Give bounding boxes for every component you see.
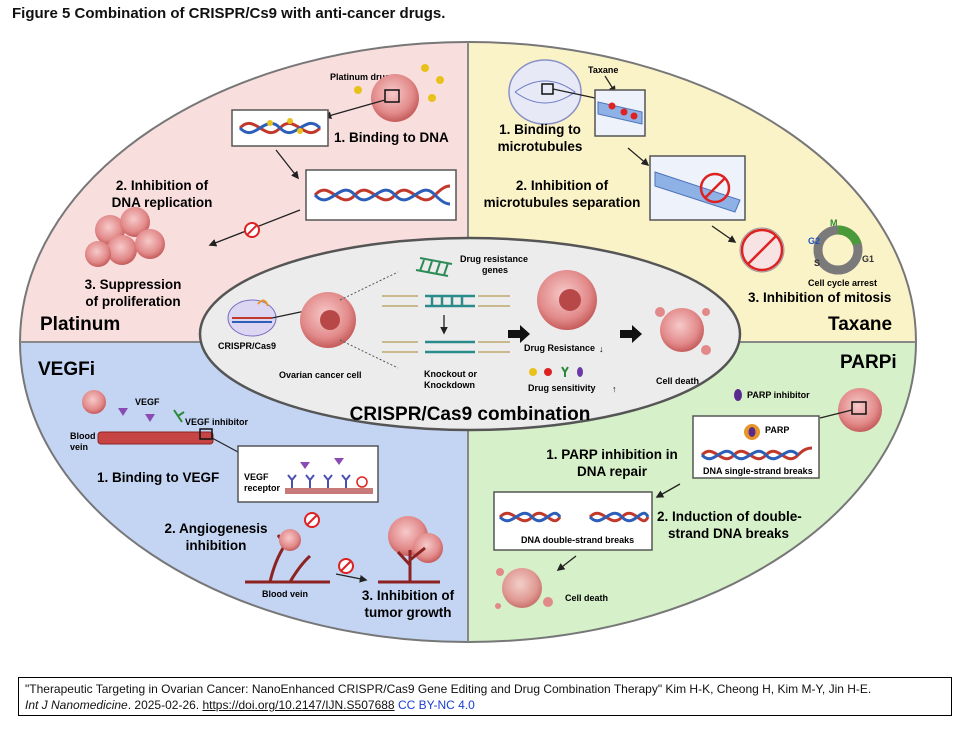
taxane-step3: 3. Inhibition of mitosis: [748, 290, 891, 305]
phase-m: M: [830, 218, 838, 228]
platinum-section: Platinum drugs 1. Binding to DNA 2. Inhi…: [40, 64, 457, 335]
crispr-label: CRISPR/Cas9: [218, 341, 276, 351]
block-icon: [699, 172, 731, 204]
citation-journal: Int J Nanomedicine: [25, 698, 128, 712]
drug-sensitivity-label: Drug sensitivity: [528, 383, 596, 393]
taxane-step2-line2: microtubules separation: [484, 195, 641, 210]
proliferating-cells-icon: [85, 207, 165, 267]
vegfi-step1: 1. Binding to VEGF: [97, 470, 219, 485]
dna-replication-box: [305, 169, 457, 221]
blood-vein-label-1: Blood: [70, 431, 96, 441]
dsb-label: DNA double-strand breaks: [521, 535, 634, 545]
crispr-diagram: Platinum drugs 1. Binding to DNA 2. Inhi…: [19, 41, 917, 643]
vegfi-step2-line2: inhibition: [186, 538, 247, 553]
parpi-step2-line1: 2. Induction of double-: [657, 509, 802, 524]
taxane-drug-label: Taxane: [588, 65, 618, 75]
receptor-label-1: VEGF: [244, 472, 269, 482]
knockout-label-1: Knockout or: [424, 369, 477, 379]
parpi-cell-death-label: Cell death: [565, 593, 608, 603]
vegfi-section: VEGFi VEGF VEGF inhibitor Blood vein VEG…: [38, 359, 455, 620]
vegfi-title: VEGFi: [38, 359, 95, 380]
citation-date: . 2025-02-26.: [127, 698, 203, 712]
platinum-step3-line1: 3. Suppression: [85, 277, 182, 292]
parpi-step1-line1: 1. PARP inhibition in: [546, 447, 678, 462]
vegf-label: VEGF: [135, 397, 160, 407]
cell-cycle-arrest-label: Cell cycle arrest: [808, 278, 877, 288]
platinum-step2-line1: 2. Inhibition of: [116, 178, 209, 193]
parpi-cell-death-icon: [495, 568, 553, 609]
receptor-label-2: receptor: [244, 483, 281, 493]
tumor-cell-icon: [82, 390, 106, 414]
svg-text:↓: ↓: [599, 344, 604, 354]
blood-vessel-icon: [97, 431, 214, 445]
drug-resistance-label: Drug Resistance: [524, 343, 595, 353]
platinum-step1: 1. Binding to DNA: [334, 130, 449, 145]
platinum-cancer-cell-icon: [371, 74, 419, 122]
phase-s: S: [814, 258, 820, 268]
drug-resistance-genes-icon: [415, 257, 453, 277]
citation-text: "Therapeutic Targeting in Ovarian Cancer…: [25, 682, 872, 696]
license-link[interactable]: CC BY-NC 4.0: [397, 698, 475, 712]
cell-death-icon: [655, 307, 711, 355]
taxane-step1-line2: microtubules: [498, 139, 583, 154]
taxane-step1-line1: 1. Binding to: [499, 122, 581, 137]
parp-inhibitor-icon: [734, 389, 742, 401]
phase-g1: G1: [862, 254, 874, 264]
ssb-label: DNA single-strand breaks: [703, 466, 813, 476]
center-title: CRISPR/Cas9 combination: [350, 404, 591, 425]
vegfi-step2-line1: 2. Angiogenesis: [164, 521, 267, 536]
platinum-title: Platinum: [40, 314, 120, 335]
drug-genes-label-1: Drug resistance: [460, 254, 528, 264]
center-section: CRISPR/Cas9 Ovarian cancer cell Drug res…: [198, 236, 742, 432]
ovarian-label: Ovarian cancer cell: [279, 370, 362, 380]
vegfi-step3-line1: 3. Inhibition of: [362, 588, 455, 603]
phase-g2: G2: [808, 236, 820, 246]
parpi-cancer-cell-icon: [838, 388, 882, 432]
taxane-title: Taxane: [828, 314, 892, 335]
angiogenesis-vessel-icon: [245, 534, 330, 584]
blood-vein-label-2: vein: [70, 442, 88, 452]
knockout-label-2: Knockdown: [424, 380, 475, 390]
vegf-inhibitor-label: VEGF inhibitor: [185, 417, 248, 427]
platinum-step2-line2: DNA replication: [112, 195, 213, 210]
taxane-step2-line1: 2. Inhibition of: [516, 178, 609, 193]
tumor-growth-icon: [378, 516, 443, 584]
citation-box: "Therapeutic Targeting in Ovarian Cancer…: [18, 677, 952, 716]
svg-text:↑: ↑: [612, 384, 617, 394]
parpi-step1-line2: DNA repair: [577, 464, 648, 479]
dividing-cell-icon: [508, 59, 582, 125]
platinum-drugs-label: Platinum drugs: [330, 72, 396, 82]
center-oval: [198, 236, 742, 432]
vegfi-step3-line2: tumor growth: [365, 605, 452, 620]
figure-title: Figure 5 Combination of CRISPR/Cs9 with …: [12, 5, 446, 22]
doi-link[interactable]: https://doi.org/10.2147/IJN.S507688: [202, 698, 395, 712]
platinum-step3-line2: of proliferation: [85, 294, 180, 309]
parp-inhibitor-label: PARP inhibitor: [747, 390, 810, 400]
parpi-step2-line2: strand DNA breaks: [668, 526, 789, 541]
blood-vein-bottom-label: Blood vein: [262, 589, 308, 599]
drug-genes-label-2: genes: [482, 265, 508, 275]
parpi-title: PARPi: [840, 352, 897, 373]
parp-label: PARP: [765, 425, 789, 435]
parpi-section: PARPi PARP inhibitor PARP DNA single-str…: [493, 352, 897, 609]
taxane-section: Taxane 1. Binding to microtubules 2. Inh…: [484, 59, 892, 335]
crispr-cas9-icon: [227, 299, 277, 337]
center-cell-death-label: Cell death: [656, 376, 699, 386]
